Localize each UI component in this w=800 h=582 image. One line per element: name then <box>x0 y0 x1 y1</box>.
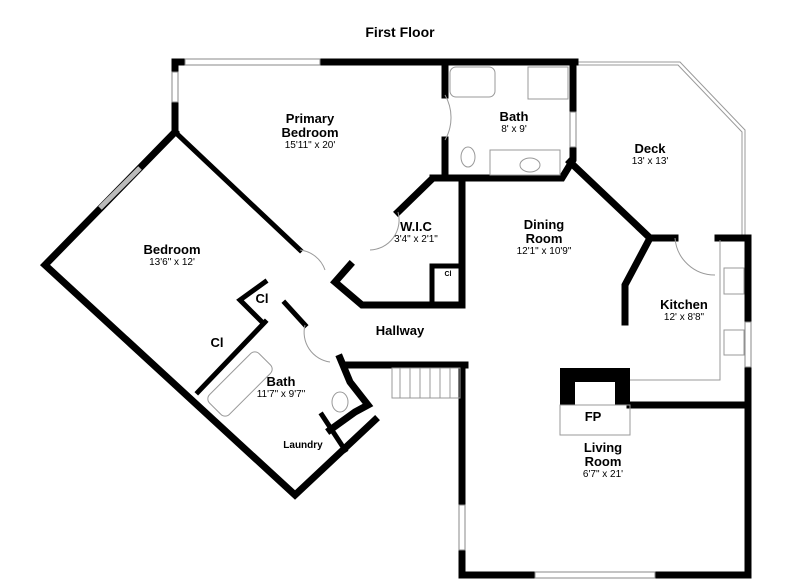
room-wic: W.I.C 3'4" x 2'1" <box>394 219 438 246</box>
room-name: Kitchen <box>660 297 708 312</box>
room-laundry: Laundry <box>283 440 323 451</box>
wall-closet <box>429 263 465 308</box>
deck-outline-inner <box>575 64 743 238</box>
room-name: Bath <box>266 374 296 389</box>
room-dims: 3'4" x 2'1" <box>394 234 438 245</box>
room-bath: Bath 11'7" x 9'7" <box>256 374 306 401</box>
door-swing <box>299 249 326 271</box>
window <box>458 504 466 551</box>
bathtub <box>449 66 496 98</box>
room-bedroom: Bedroom 13'6" x 12' <box>143 242 201 269</box>
room-dims: 13' x 13' <box>631 156 669 167</box>
room-name: Primary <box>285 111 335 126</box>
toilet <box>331 391 349 413</box>
room-name: Living <box>583 440 623 455</box>
fireplace-label: FP <box>584 409 602 424</box>
wall-bath-upper <box>281 299 309 329</box>
fireplace-hearth <box>559 404 631 436</box>
wall-bath-lower <box>325 353 374 435</box>
bathtub <box>207 351 273 417</box>
door-swing <box>674 237 716 276</box>
room-deck: Deck 13' x 13' <box>631 141 669 168</box>
wall-wic <box>330 174 466 309</box>
window <box>744 321 752 368</box>
room-closet: Cl <box>210 335 224 350</box>
window <box>569 111 577 148</box>
room-dims: 11'7" x 9'7" <box>256 389 306 400</box>
deck-outline <box>575 61 746 238</box>
room-dims: 12' x 8'8" <box>663 312 705 323</box>
room-name: Bath <box>499 109 529 124</box>
wall-bedroom-inner <box>171 128 304 254</box>
toilet <box>460 146 476 168</box>
door-swing <box>444 94 452 141</box>
room-dims: 6'7" x 21' <box>582 469 624 480</box>
room-name: Dining <box>523 217 565 232</box>
room-hallway: Hallway <box>375 323 425 338</box>
room-living: Living Room 6'7" x 21' <box>582 440 624 481</box>
room-name: W.I.C <box>400 219 432 234</box>
room-name: Room <box>584 454 622 469</box>
wall-kitchen <box>621 234 679 326</box>
shower <box>527 66 569 100</box>
floor-title: First Floor <box>365 24 435 40</box>
wall-dining-top <box>429 58 577 182</box>
room-closet: Cl <box>444 271 452 278</box>
room-dims: 13'6" x 12' <box>149 257 195 268</box>
stove <box>723 267 745 295</box>
room-name: Room <box>525 231 563 246</box>
room-kitchen: Kitchen 12' x 8'8" <box>660 297 708 324</box>
window <box>534 571 656 579</box>
room-name: Bedroom <box>281 125 339 140</box>
vanity <box>489 149 561 176</box>
wall-deck-diagonal <box>565 157 655 243</box>
room-name: Deck <box>634 141 666 156</box>
sink <box>519 157 541 173</box>
room-name: Bedroom <box>143 242 201 257</box>
room-primary-bath: Bath 8' x 9' <box>499 109 529 136</box>
room-primary-bedroom: Primary Bedroom 15'11" x 20' <box>281 111 339 152</box>
window <box>184 58 321 66</box>
room-dims: 12'1" x 10'9" <box>516 246 572 257</box>
kitchen-sink <box>723 329 745 356</box>
wall-bath-inner <box>194 318 269 396</box>
wall-closet-bedroom <box>236 278 269 326</box>
room-dims: 15'11" x 20' <box>284 140 336 151</box>
stairs <box>391 367 461 399</box>
window <box>171 71 179 103</box>
window <box>98 166 142 210</box>
wall-bedroom-outer <box>39 127 380 500</box>
room-closet: Cl <box>255 291 269 306</box>
kitchen-counter <box>630 240 721 381</box>
door-swing <box>369 211 400 251</box>
fireplace-block <box>560 368 630 405</box>
room-dims: 8' x 9' <box>501 124 527 135</box>
wall-laundry <box>318 411 349 454</box>
room-dining: Dining Room 12'1" x 10'9" <box>516 217 572 258</box>
door-swing <box>303 324 331 363</box>
